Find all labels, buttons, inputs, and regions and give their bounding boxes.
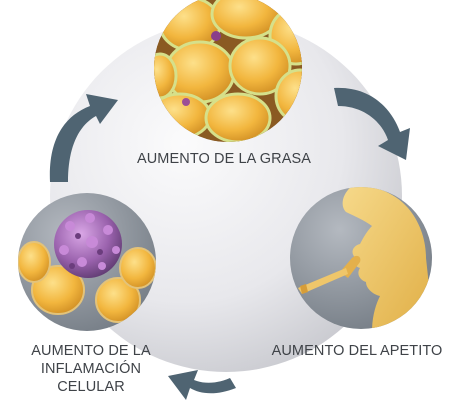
label-line: AUMENTO DE LA bbox=[31, 343, 151, 359]
label-line: INFLAMACIÓN bbox=[40, 361, 142, 377]
label-aumento-inflamacion: AUMENTO DE LA INFLAMACIÓN CELULAR bbox=[16, 342, 166, 396]
cycle-arrow-icon bbox=[334, 87, 410, 160]
cycle-arrow-icon bbox=[168, 370, 236, 400]
label-aumento-apetito: AUMENTO DEL APETITO bbox=[271, 343, 443, 359]
cycle-arrow-icon bbox=[49, 94, 118, 182]
inflammation-icon bbox=[18, 193, 156, 331]
appetite-icon bbox=[290, 187, 432, 329]
label-aumento-grasa: AUMENTO DE LA GRASA bbox=[136, 151, 312, 167]
label-line: CELULAR bbox=[57, 379, 125, 395]
